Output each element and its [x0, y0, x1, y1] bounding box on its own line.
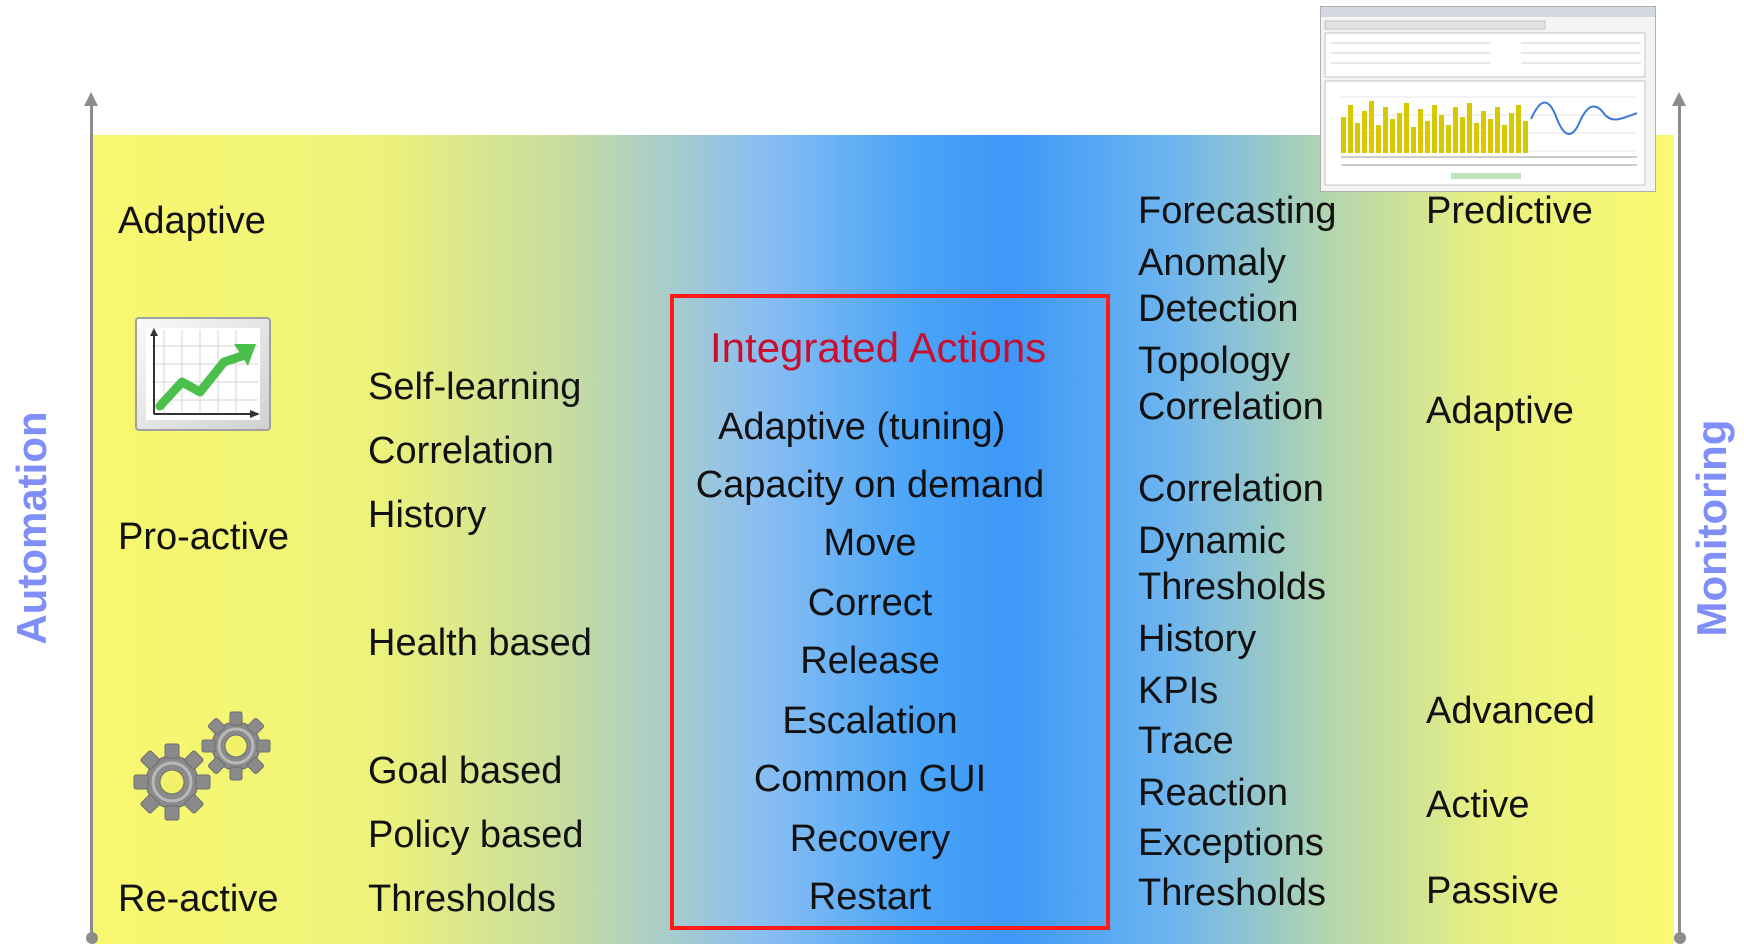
action-item-common-gui: Common GUI	[753, 758, 987, 800]
action-item-correct: Correct	[807, 582, 933, 624]
automation-item-self-learning: Self-learning	[368, 366, 582, 408]
left-axis-end-dot	[86, 932, 98, 944]
left-level-pro-active: Pro-active	[118, 516, 290, 558]
monitoring-item-anomaly: Anomaly	[1138, 242, 1286, 284]
monitoring-screenshot-thumbnail	[1320, 6, 1656, 192]
gears-icon	[132, 710, 282, 828]
monitoring-item-correlation-1: Correlation	[1138, 386, 1324, 428]
monitoring-item-topology: Topology	[1138, 340, 1291, 382]
monitoring-item-correlation-2: Correlation	[1138, 468, 1324, 510]
automation-item-thresholds: Thresholds	[368, 878, 556, 920]
monitoring-item-exceptions: Exceptions	[1138, 822, 1324, 864]
monitoring-item-kpis: KPIs	[1138, 670, 1219, 712]
right-level-passive: Passive	[1426, 870, 1560, 912]
right-level-active: Active	[1426, 784, 1530, 826]
left-level-re-active: Re-active	[118, 878, 279, 920]
left-axis-line	[90, 104, 93, 938]
left-axis-arrowhead	[84, 92, 98, 106]
monitoring-item-thresholds-2: Thresholds	[1138, 872, 1326, 914]
right-level-adaptive: Adaptive	[1426, 390, 1574, 432]
monitoring-item-trace: Trace	[1138, 720, 1234, 762]
right-level-predictive: Predictive	[1426, 190, 1593, 232]
action-item-recovery: Recovery	[789, 818, 951, 860]
trend-chart-icon	[134, 316, 274, 434]
integrated-actions-box: Integrated Actions Adaptive (tuning) Cap…	[670, 294, 1110, 930]
left-level-adaptive: Adaptive	[118, 200, 266, 242]
monitoring-item-thresholds-1: Thresholds	[1138, 566, 1326, 608]
action-item-restart: Restart	[808, 876, 932, 918]
automation-item-policy-based: Policy based	[368, 814, 584, 856]
right-axis-line	[1678, 104, 1681, 938]
integrated-actions-title: Integrated Actions	[710, 324, 1047, 371]
right-level-advanced: Advanced	[1426, 690, 1596, 732]
right-axis-arrowhead	[1672, 92, 1686, 106]
automation-item-correlation: Correlation	[368, 430, 554, 472]
action-item-escalation: Escalation	[782, 700, 958, 742]
monitoring-item-detection: Detection	[1138, 288, 1299, 330]
monitoring-item-dynamic: Dynamic	[1138, 520, 1286, 562]
automation-item-health-based: Health based	[368, 622, 592, 664]
monitoring-item-reaction: Reaction	[1138, 772, 1288, 814]
action-item-release: Release	[800, 640, 940, 682]
monitoring-item-forecasting: Forecasting	[1138, 190, 1337, 232]
action-item-move: Move	[823, 522, 917, 564]
action-item-capacity-on-demand: Capacity on demand	[695, 464, 1045, 506]
action-item-adaptive-tuning: Adaptive (tuning)	[718, 406, 1006, 448]
automation-item-goal-based: Goal based	[368, 750, 563, 792]
gradient-background	[92, 135, 1674, 944]
automation-axis-label: Automation	[8, 411, 55, 645]
monitoring-item-history: History	[1138, 618, 1257, 660]
automation-item-history: History	[368, 494, 487, 536]
right-axis-end-dot	[1674, 932, 1686, 944]
monitoring-axis-label: Monitoring	[1688, 419, 1735, 637]
